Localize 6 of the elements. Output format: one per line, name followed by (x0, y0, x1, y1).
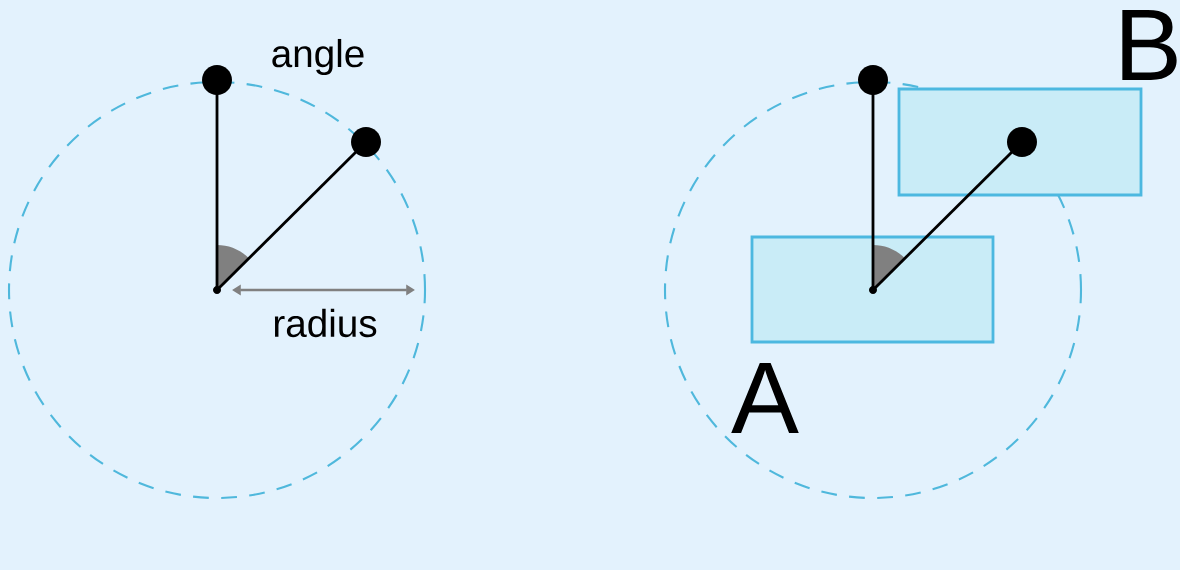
box-letter: B (1122, 9, 1177, 81)
text-label: radius (274, 308, 377, 338)
rectangle (897, 87, 1143, 197)
text-label: angle (272, 38, 364, 75)
box-letter: A (731, 362, 799, 434)
rectangle (750, 235, 995, 344)
